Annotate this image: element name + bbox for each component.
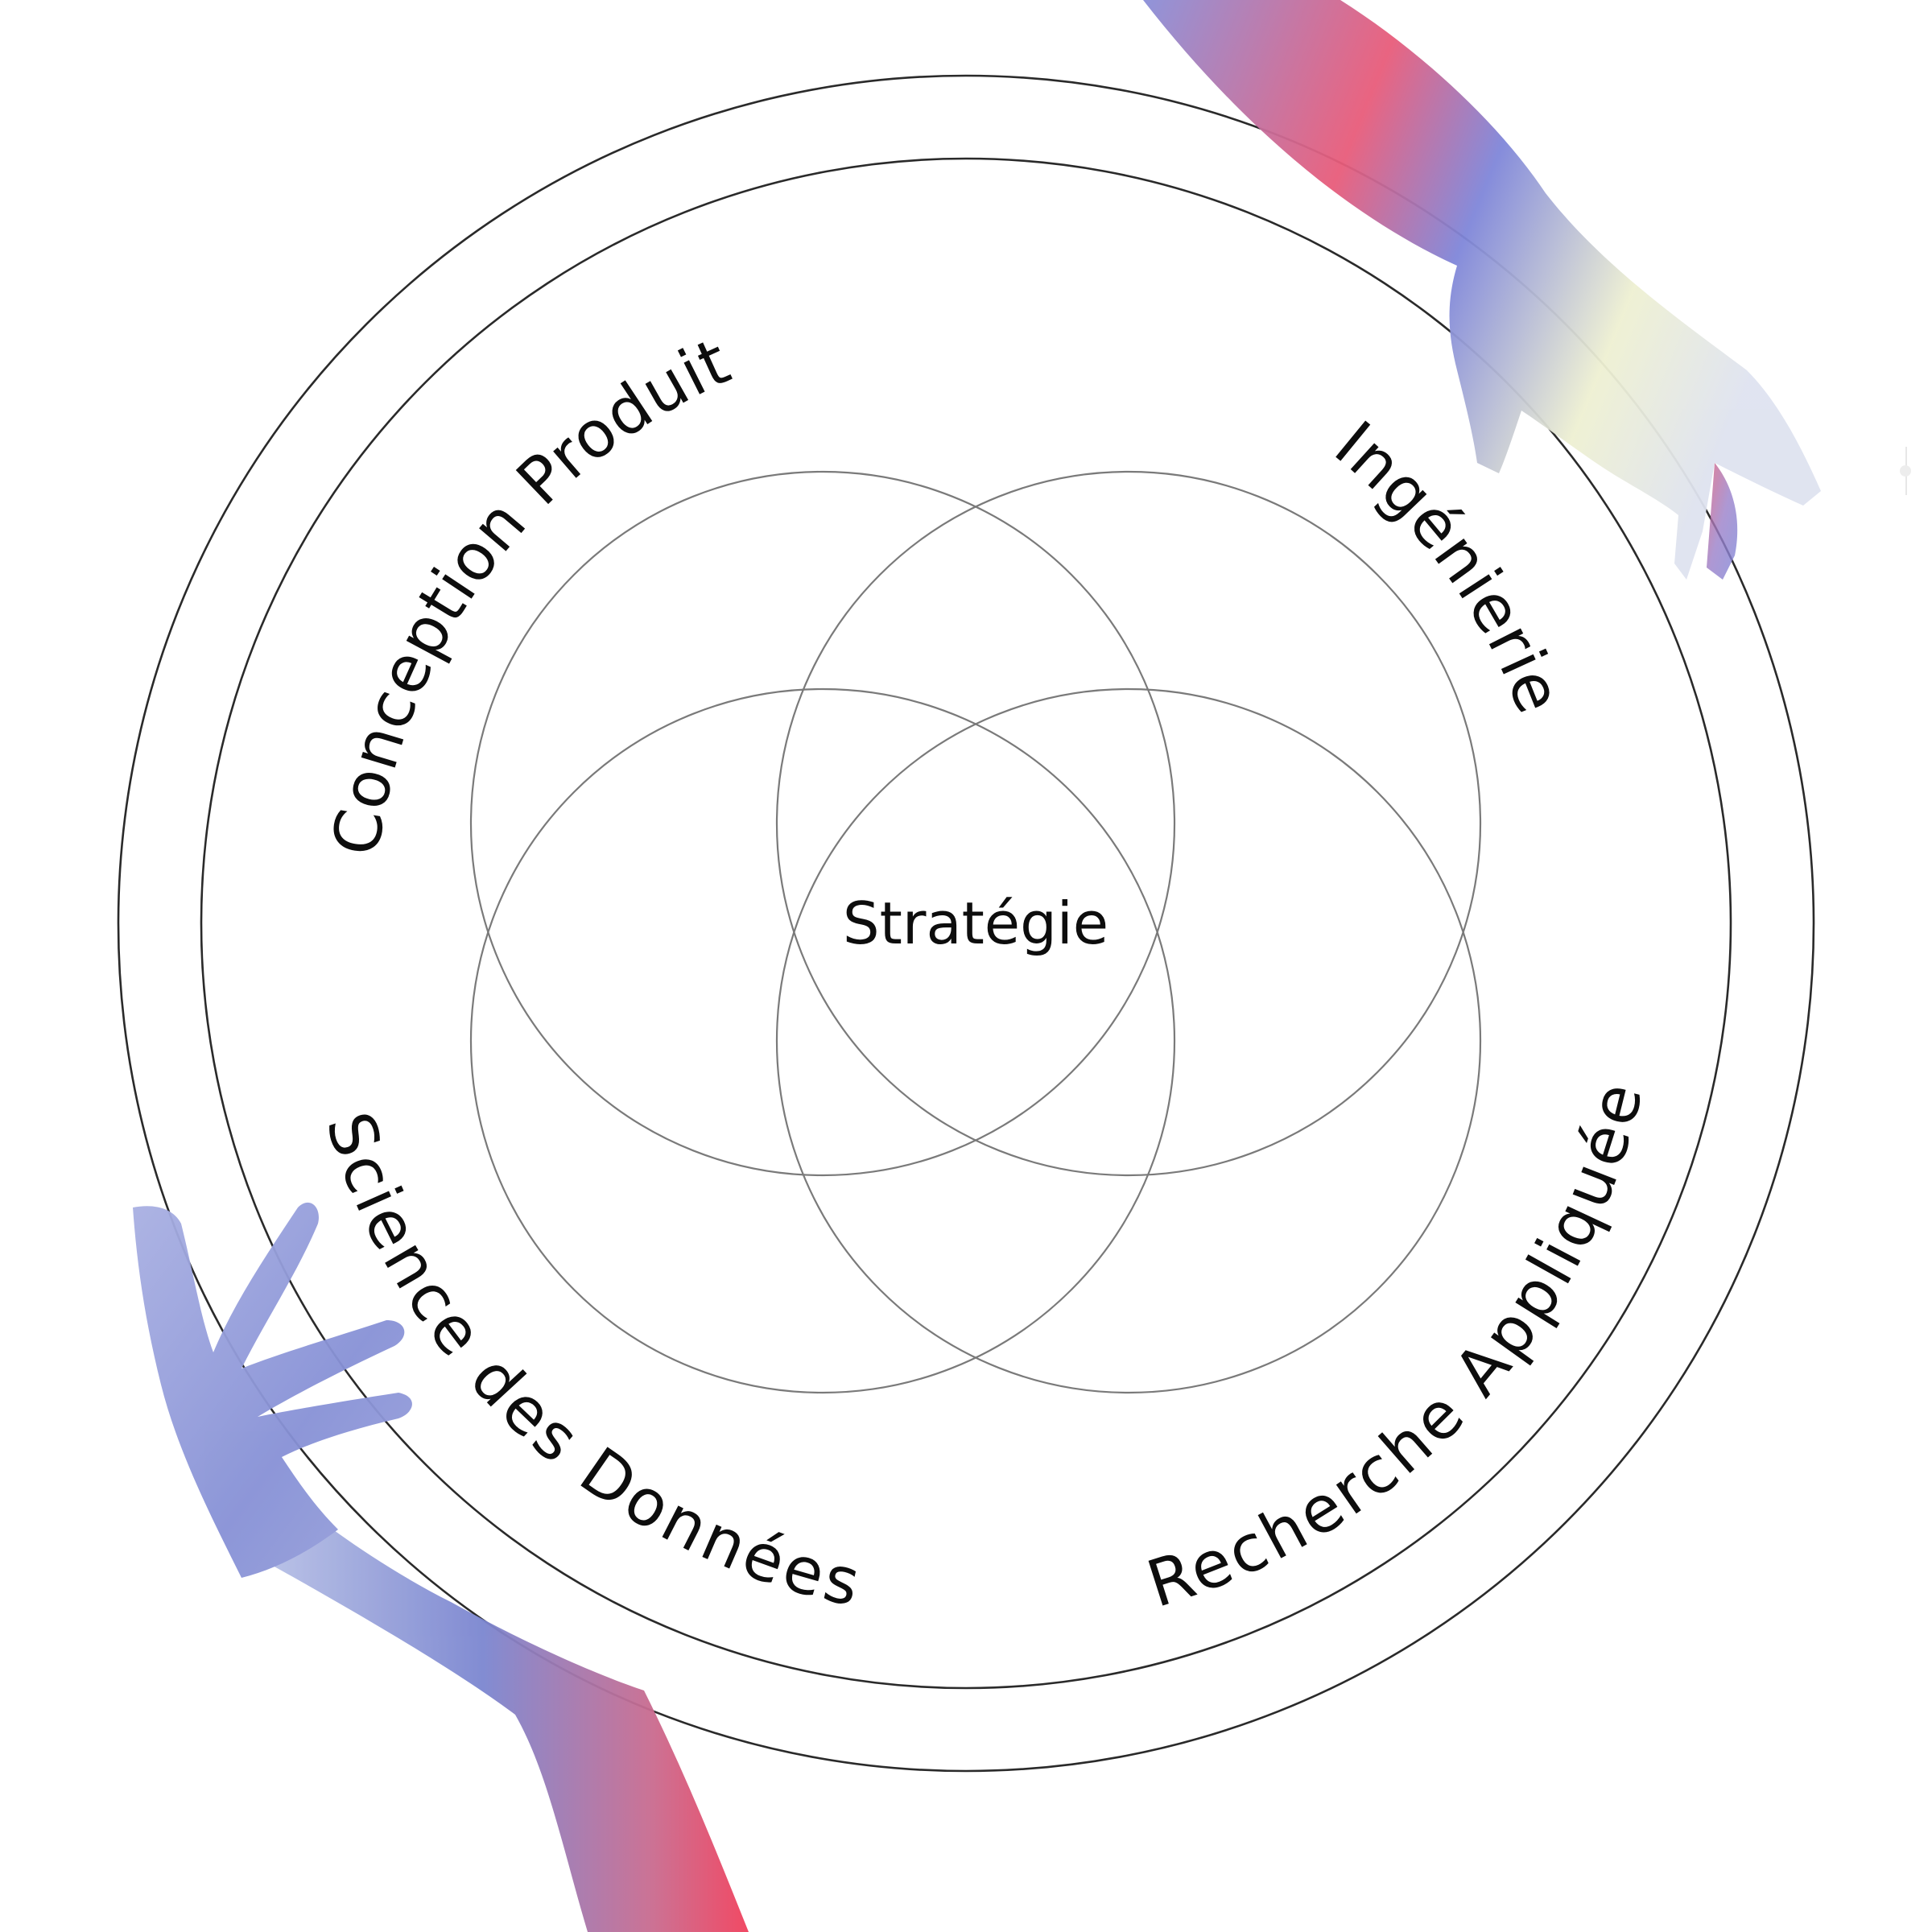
venn-circle-bottom-right	[775, 687, 1482, 1394]
venn-circle-bottom-left	[469, 687, 1176, 1394]
venn-circle-top-right	[775, 470, 1482, 1177]
label-conception-produit-text: Conception Produit	[319, 324, 741, 860]
hand-top-right-fingers	[1707, 463, 1738, 580]
hand-bottom-left-illustration	[133, 1202, 749, 1932]
venn-circle-top-left	[469, 470, 1176, 1177]
label-conception-produit: Conception Produit	[319, 324, 741, 860]
hand-top-right-illustration	[1143, 0, 1821, 580]
center-label: Stratégie	[843, 890, 1108, 957]
label-recherche-appliquee: Recherche Appliquée	[1138, 1075, 1657, 1622]
hand-bottom-left	[133, 1202, 412, 1578]
label-ingenierie: Ingénierie	[1321, 407, 1577, 723]
arm-top-right	[1143, 0, 1821, 580]
arm-bottom-left	[266, 1521, 749, 1932]
label-science-des-donnees-text: Science des Données	[312, 1104, 866, 1621]
label-recherche-appliquee-text: Recherche Appliquée	[1138, 1075, 1656, 1622]
outer-ring	[117, 74, 1815, 1773]
sparkle-icon	[1900, 447, 1911, 495]
label-science-des-donnees: Science des Données	[312, 1104, 867, 1621]
label-ingenierie-text: Ingénierie	[1321, 407, 1576, 723]
inner-ring	[200, 157, 1732, 1690]
